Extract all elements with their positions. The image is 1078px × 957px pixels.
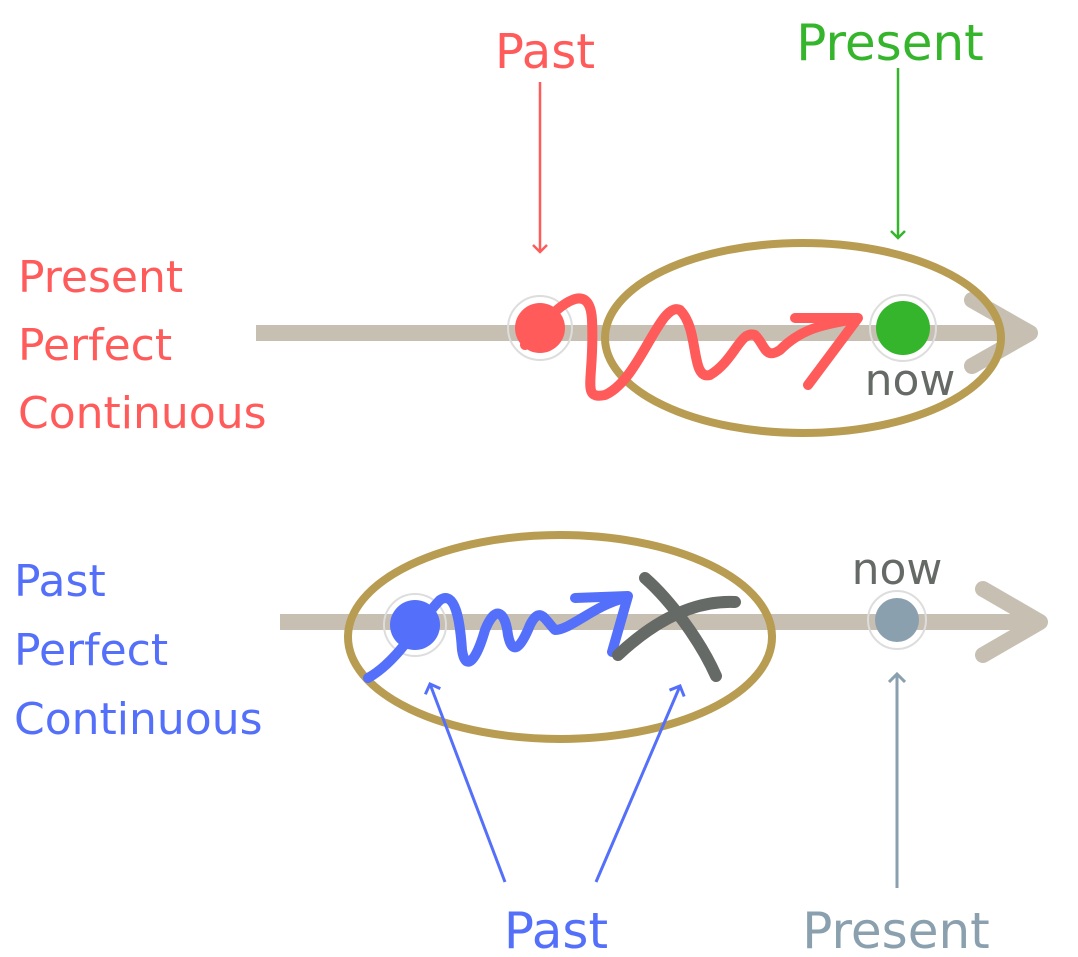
tense-label-line-3: Continuous — [14, 694, 263, 745]
timeline-arrowhead-icon — [975, 581, 1048, 663]
now-label: now — [865, 355, 956, 406]
continuous-action-squiggle — [363, 593, 630, 683]
now-point-ring — [867, 590, 927, 650]
past-pointer-arrow-start — [430, 684, 507, 883]
now-point-ring — [869, 294, 937, 362]
tense-label-line-1: Past — [14, 556, 106, 607]
end-cross-icon — [639, 572, 722, 682]
squiggle-arrowhead-icon — [790, 313, 863, 390]
tense-label-line-2: Perfect — [18, 320, 172, 371]
now-label: now — [852, 544, 943, 595]
now-point-dot — [876, 301, 930, 355]
start-point-ring — [507, 295, 573, 361]
tense-label-line-1: Present — [18, 252, 183, 303]
continuous-action-squiggle — [520, 293, 855, 401]
duration-ellipse — [344, 531, 776, 743]
past-label: Past — [504, 902, 608, 957]
present-label: Present — [802, 902, 990, 957]
present-perfect-continuous-section: Present Perfect Continuous Past Present … — [18, 14, 1038, 439]
squiggle-arrowhead-icon — [570, 591, 633, 657]
present-label: Present — [796, 14, 984, 72]
tense-label-line-3: Continuous — [18, 388, 267, 439]
duration-ellipse — [601, 239, 1005, 437]
now-point-dot — [875, 598, 919, 642]
end-cross-stroke — [612, 595, 741, 661]
past-label: Past — [495, 24, 595, 80]
past-pointer-arrow-end — [594, 686, 680, 883]
past-perfect-continuous-section: Past Perfect Continuous now Past Present — [14, 531, 1048, 957]
tense-label-line-2: Perfect — [14, 625, 168, 676]
start-point-ring — [383, 593, 447, 657]
